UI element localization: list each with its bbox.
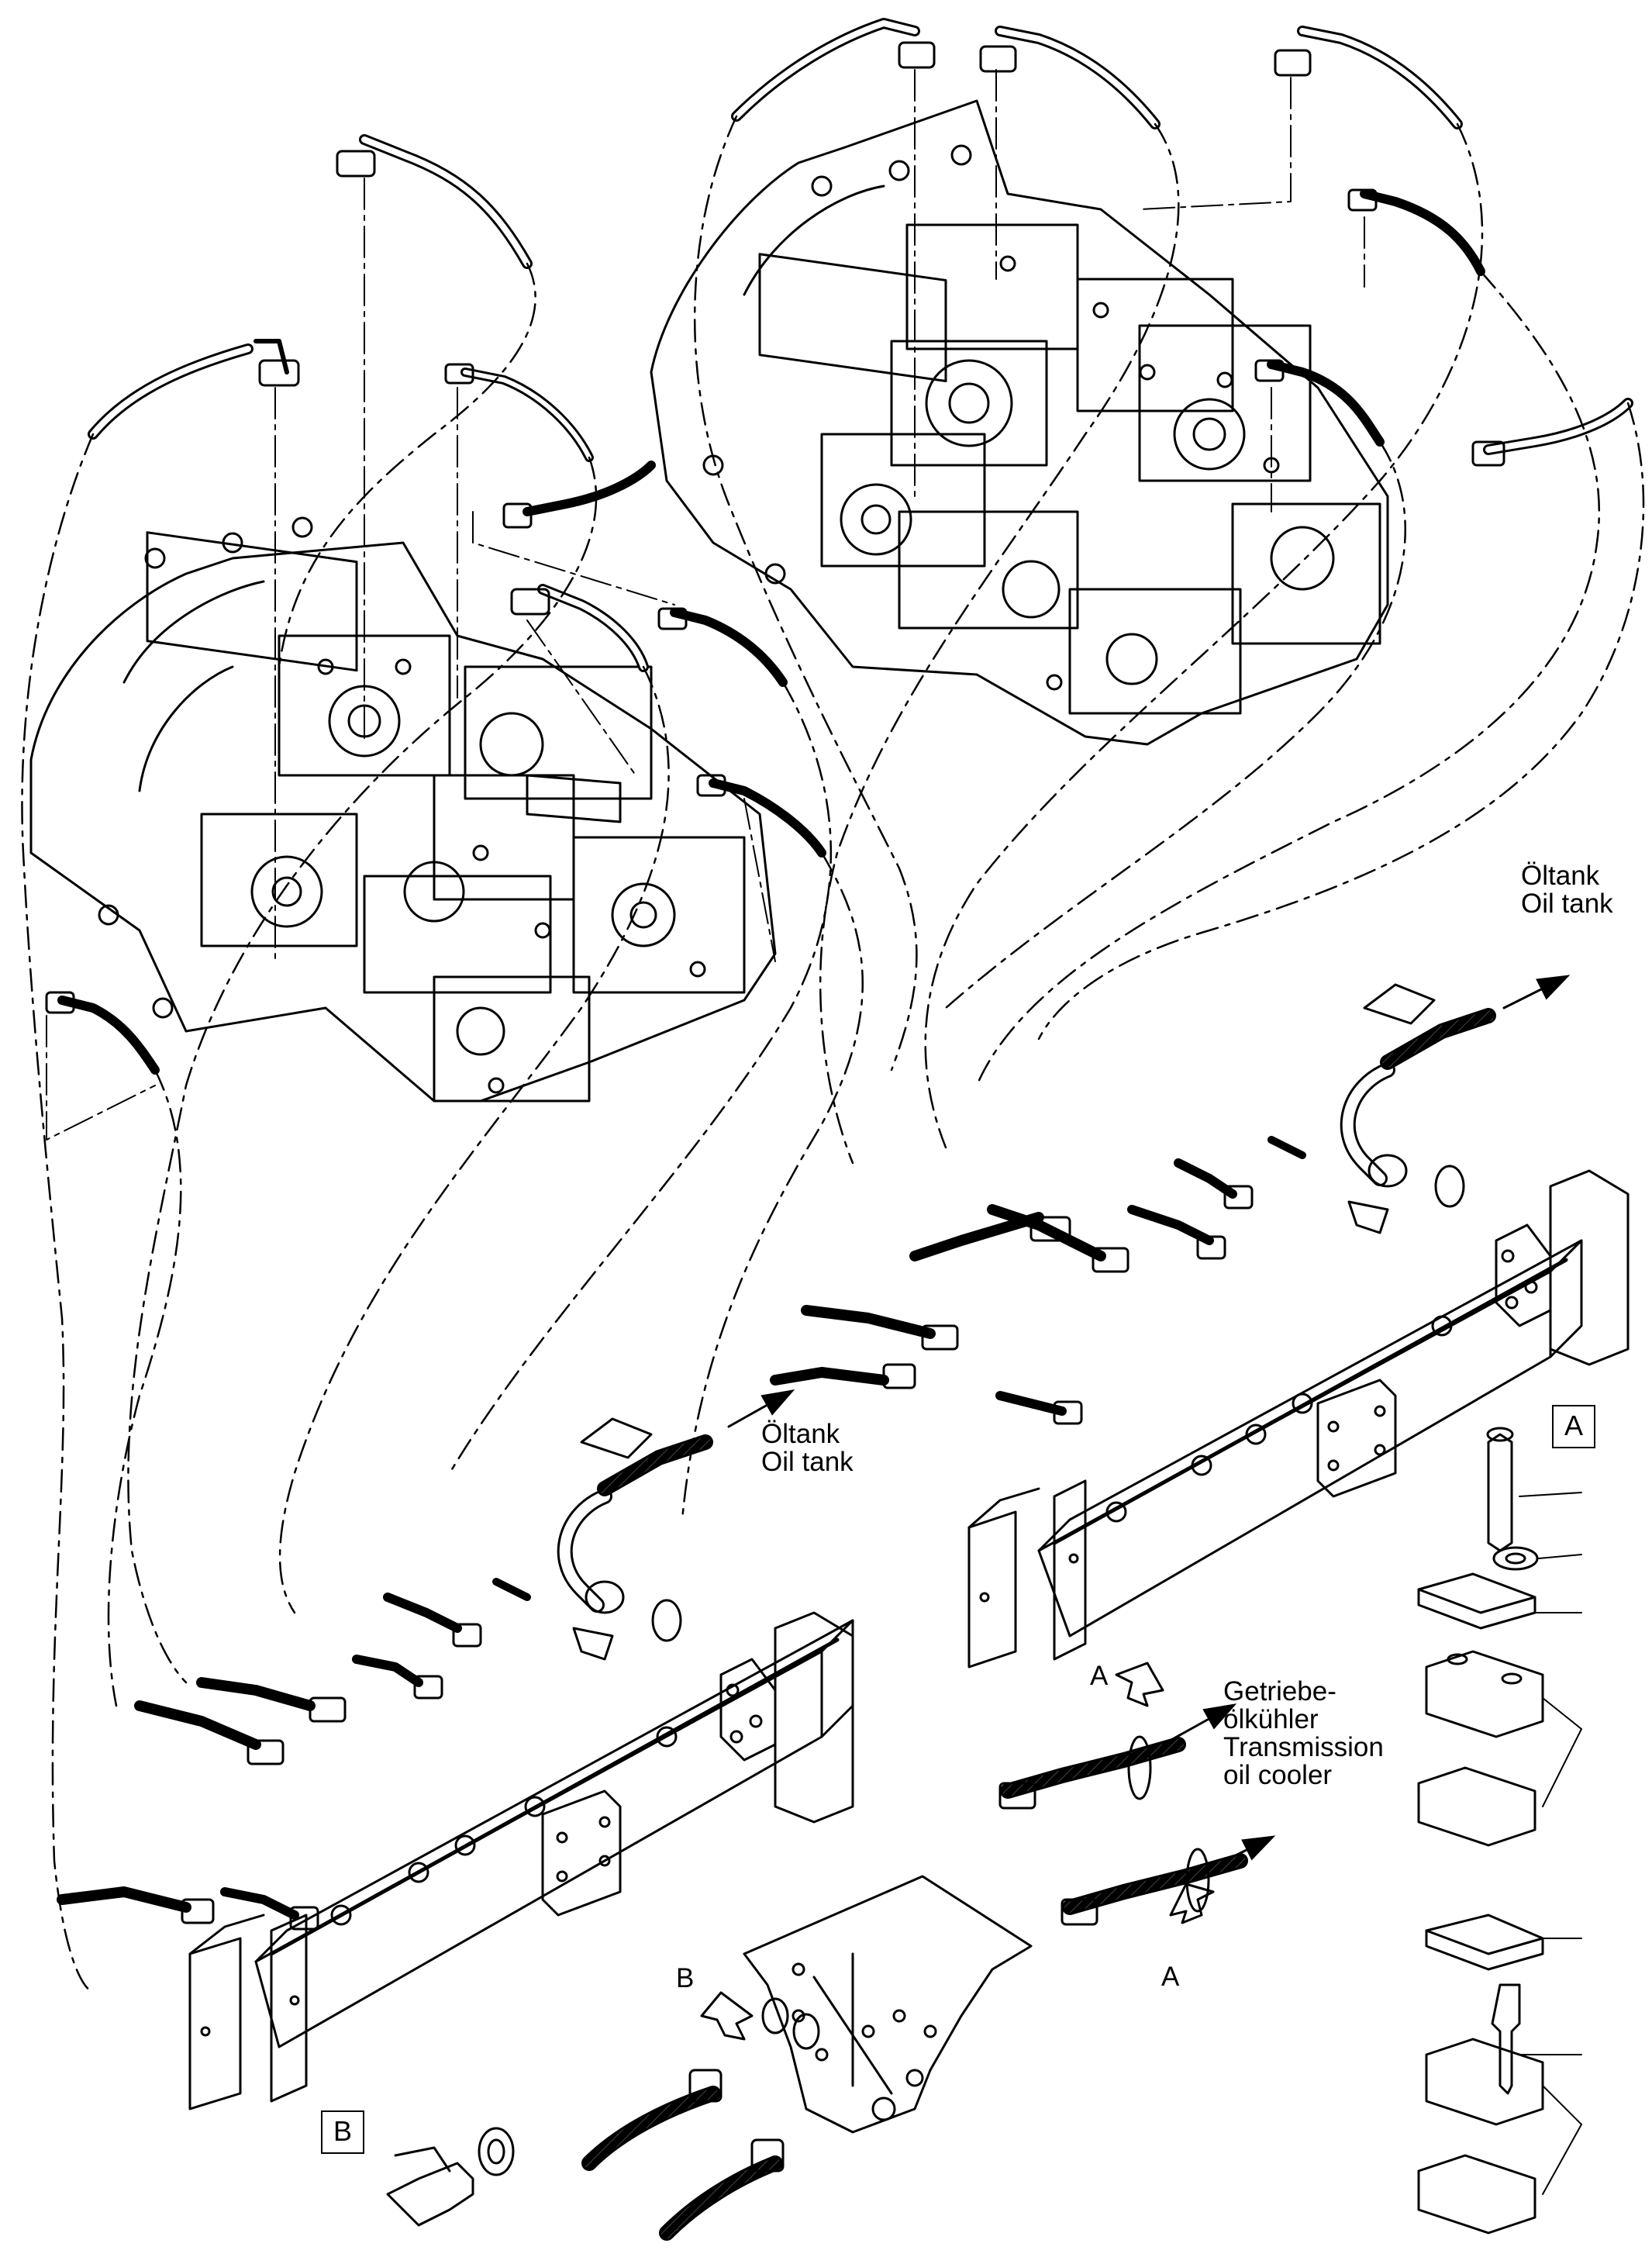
oil-tank-label-upper-de: Öltank — [1521, 861, 1600, 891]
right-pump-assembly — [650, 99, 1389, 746]
upper-hose-elbows-left — [45, 134, 826, 1075]
detail-box-label-b: B — [321, 2110, 364, 2154]
oil-tank-connection-lower — [492, 1389, 795, 1661]
hose-end-fittings-upper-frame — [770, 1158, 1254, 1425]
upper-hose-elbows-right — [731, 18, 1633, 467]
detail-box-label-a: A — [1552, 1405, 1595, 1448]
hose-end-fittings-lower-frame — [57, 1593, 482, 1931]
oil-tank-label-lower-de: Öltank — [761, 1419, 840, 1449]
oil-tank-label-lower-en: Oil tank — [761, 1447, 854, 1477]
alignment-lines — [46, 69, 1365, 1141]
cooler-label-en-1: Transmission — [1223, 1732, 1384, 1762]
upper-frame-beam — [967, 1169, 1630, 1669]
view-arrow-label-a-upper: A — [1090, 1661, 1109, 1691]
view-arrow-label-b: B — [676, 1963, 695, 1993]
callout-leader-lines — [1519, 1492, 1582, 2195]
clamp-stack-exploded — [1417, 1427, 1544, 2235]
cooler-connection — [581, 1662, 1276, 2241]
cooler-label-de-2: ölkühler — [1223, 1704, 1319, 1734]
hose-routing-dashed-lines — [21, 115, 1645, 1994]
cooler-label-de-1: Getriebe- — [1223, 1676, 1336, 1707]
cooler-label-en-2: oil cooler — [1223, 1760, 1333, 1790]
left-pump-assembly — [29, 516, 777, 1103]
oil-tank-label-upper-en: Oil tank — [1521, 889, 1613, 919]
fitting-b-parts — [386, 2127, 515, 2227]
view-arrow-label-a-lower: A — [1161, 1962, 1180, 1992]
oil-tank-connection-upper — [1267, 975, 1571, 1234]
lower-frame-beam — [188, 1611, 854, 2110]
